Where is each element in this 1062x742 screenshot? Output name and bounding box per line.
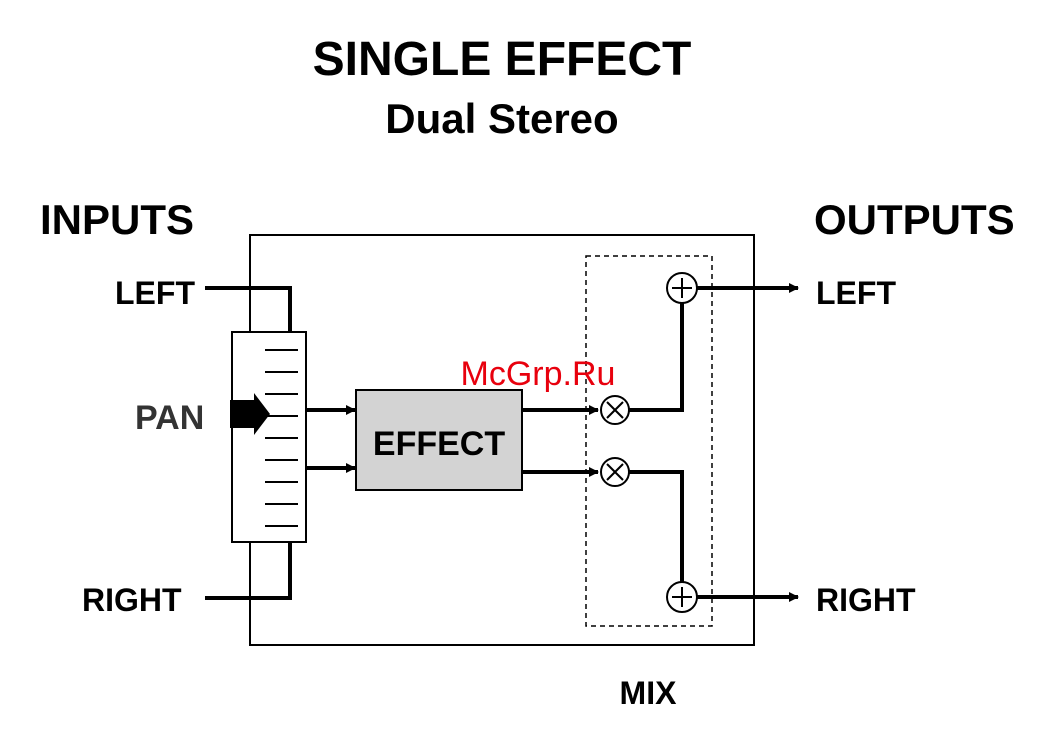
- output-right-label: RIGHT: [816, 582, 916, 618]
- multiplier-bottom-icon: [601, 458, 629, 486]
- inputs-heading: INPUTS: [40, 196, 194, 243]
- mix-line-bottom: [629, 472, 682, 582]
- outputs-heading: OUTPUTS: [814, 196, 1015, 243]
- multiplier-top-icon: [601, 396, 629, 424]
- summer-top-icon: [667, 273, 697, 303]
- input-right-line: [205, 542, 290, 598]
- effect-label: EFFECT: [373, 425, 505, 463]
- diagram-subtitle: Dual Stereo: [385, 95, 618, 142]
- input-left-line: [205, 288, 290, 332]
- input-right-label: RIGHT: [82, 582, 182, 618]
- watermark: McGrp.Ru: [461, 355, 616, 393]
- pan-label: PAN: [135, 399, 204, 437]
- summer-bottom-icon: [667, 582, 697, 612]
- diagram-title: SINGLE EFFECT: [313, 33, 692, 86]
- mix-line-top: [629, 303, 682, 410]
- pan-slider: [232, 332, 306, 542]
- input-left-label: LEFT: [115, 275, 195, 311]
- mix-region: [586, 256, 712, 626]
- output-left-label: LEFT: [816, 275, 896, 311]
- mix-label: MIX: [620, 675, 678, 711]
